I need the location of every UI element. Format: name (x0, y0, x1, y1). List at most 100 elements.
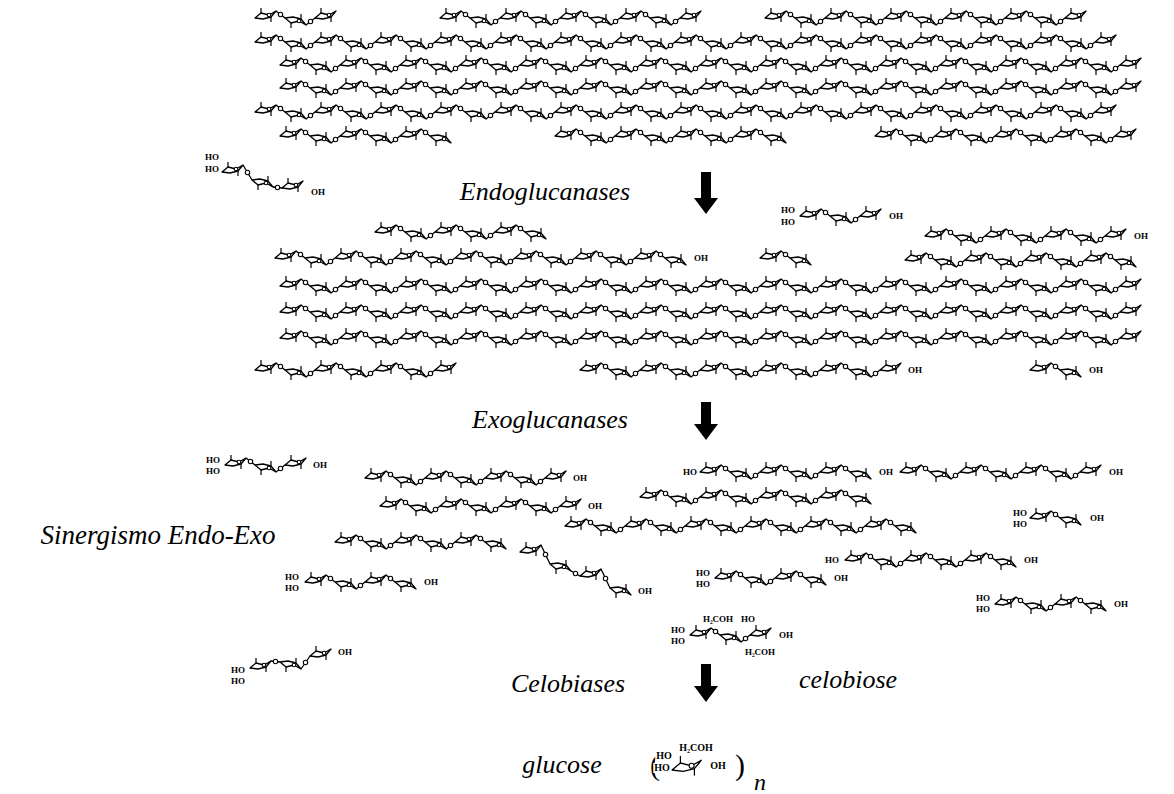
glycosidic-bond (871, 88, 880, 95)
substituent-bond (825, 78, 826, 83)
substituent-bond (1020, 108, 1021, 113)
glycosidic-bond (1046, 136, 1055, 143)
oxygen-atom (572, 13, 576, 17)
glucose-ring (730, 87, 751, 95)
substituent-bond (810, 516, 811, 521)
glycosidic-bond (1081, 279, 1090, 286)
glycosidic-bond (691, 88, 700, 95)
substituent-bond (350, 117, 351, 122)
glucose-ring (970, 337, 991, 345)
substituent-bond (855, 375, 856, 380)
glucose-ring (795, 35, 816, 43)
substituent-bond (345, 55, 346, 60)
glucose-ring (430, 87, 451, 95)
substituent-bond (825, 328, 826, 333)
glucose-ring (520, 331, 541, 339)
glucose-ring (885, 41, 906, 49)
oxygen-atom (562, 89, 566, 93)
glycosidic-bond (781, 465, 790, 472)
oxygen-atom (463, 12, 467, 16)
glycosidic-bond (956, 260, 965, 267)
substituent-bond (465, 78, 466, 83)
substituent-bond (870, 14, 871, 19)
glucose-ring (910, 87, 931, 95)
substituent-bond (1070, 47, 1071, 52)
oxygen-atom (592, 281, 596, 285)
glucose-ring (1020, 465, 1041, 473)
substituent-bond (585, 276, 586, 281)
glucose-ring (1055, 597, 1076, 605)
substituent-bond (950, 47, 951, 52)
substituent-bond (655, 64, 656, 69)
glycosidic-bond (476, 478, 485, 485)
glucose-ring (275, 251, 296, 259)
oxygen-atom (988, 137, 992, 141)
glucose-ring (670, 496, 691, 504)
substituent-bond (955, 311, 956, 316)
oxygen-atom (668, 137, 672, 141)
substituent-bond (315, 291, 316, 296)
oxygen-atom (458, 226, 462, 230)
glycosidic-bond (396, 105, 405, 112)
glycosidic-bond (636, 129, 645, 136)
substituent-bond (325, 308, 326, 313)
glucose-ring (820, 58, 841, 66)
substituent-bond (295, 87, 296, 92)
oxygen-atom (377, 259, 381, 263)
glucose-ring (855, 105, 876, 113)
glucose-ring (565, 519, 586, 527)
substituent-bond (885, 78, 886, 83)
glycosidic-bond (601, 363, 610, 370)
substituent-bond (980, 259, 981, 264)
oxygen-atom (747, 131, 751, 135)
glycosidic-bond (1016, 597, 1025, 604)
glycosidic-bond (611, 18, 620, 25)
substituent-bond (765, 360, 766, 365)
glucose-ring (855, 35, 876, 43)
glycosidic-bond (826, 519, 835, 526)
substituent-bond (1085, 462, 1086, 467)
oxygen-atom (322, 287, 326, 291)
glucose-ring (550, 285, 571, 293)
glycosidic-bond (386, 258, 395, 265)
substituent-bond (925, 334, 926, 339)
glucose-ring (400, 331, 421, 339)
oxygen-atom (393, 89, 397, 93)
substituent-bond (325, 84, 326, 89)
substituent-bond (595, 369, 596, 374)
substituent-bond (740, 32, 741, 37)
substituent-bond (1040, 23, 1041, 28)
glycosidic-bond (536, 251, 545, 258)
substituent-bond (675, 502, 676, 507)
oxygen-atom (527, 253, 531, 257)
glycosidic-bond (511, 65, 520, 72)
substituent-bond (745, 493, 746, 498)
substituent-bond (525, 302, 526, 307)
glucose-ring (440, 11, 461, 19)
oxygen-atom (903, 82, 907, 86)
oxygen-atom (682, 287, 686, 291)
oxygen-atom (518, 226, 522, 230)
substituent-bond (920, 102, 921, 107)
substituent-bond (1105, 61, 1106, 66)
glycosidic-bond (451, 65, 460, 72)
oxygen-atom (717, 113, 721, 117)
oxygen-atom (927, 19, 931, 23)
glycosidic-bond (781, 305, 790, 312)
substituent-bond (645, 55, 646, 60)
substituent-bond (450, 231, 451, 236)
glycosidic-bond (986, 553, 995, 560)
glucose-ring (375, 225, 396, 233)
glycosidic-bond (946, 229, 955, 236)
substituent-bond (1035, 291, 1036, 296)
glucose-ring (580, 569, 601, 577)
substituent-bond (287, 178, 288, 183)
substituent-bond (345, 328, 346, 333)
glucose-ring (850, 496, 871, 504)
substituent-bond (860, 23, 861, 28)
substituent-bond (730, 577, 731, 582)
glycosidic-bond (461, 499, 470, 506)
glycosidic-bond (1081, 58, 1090, 65)
glucose-ring (820, 465, 841, 473)
substituent-bond (465, 328, 466, 333)
